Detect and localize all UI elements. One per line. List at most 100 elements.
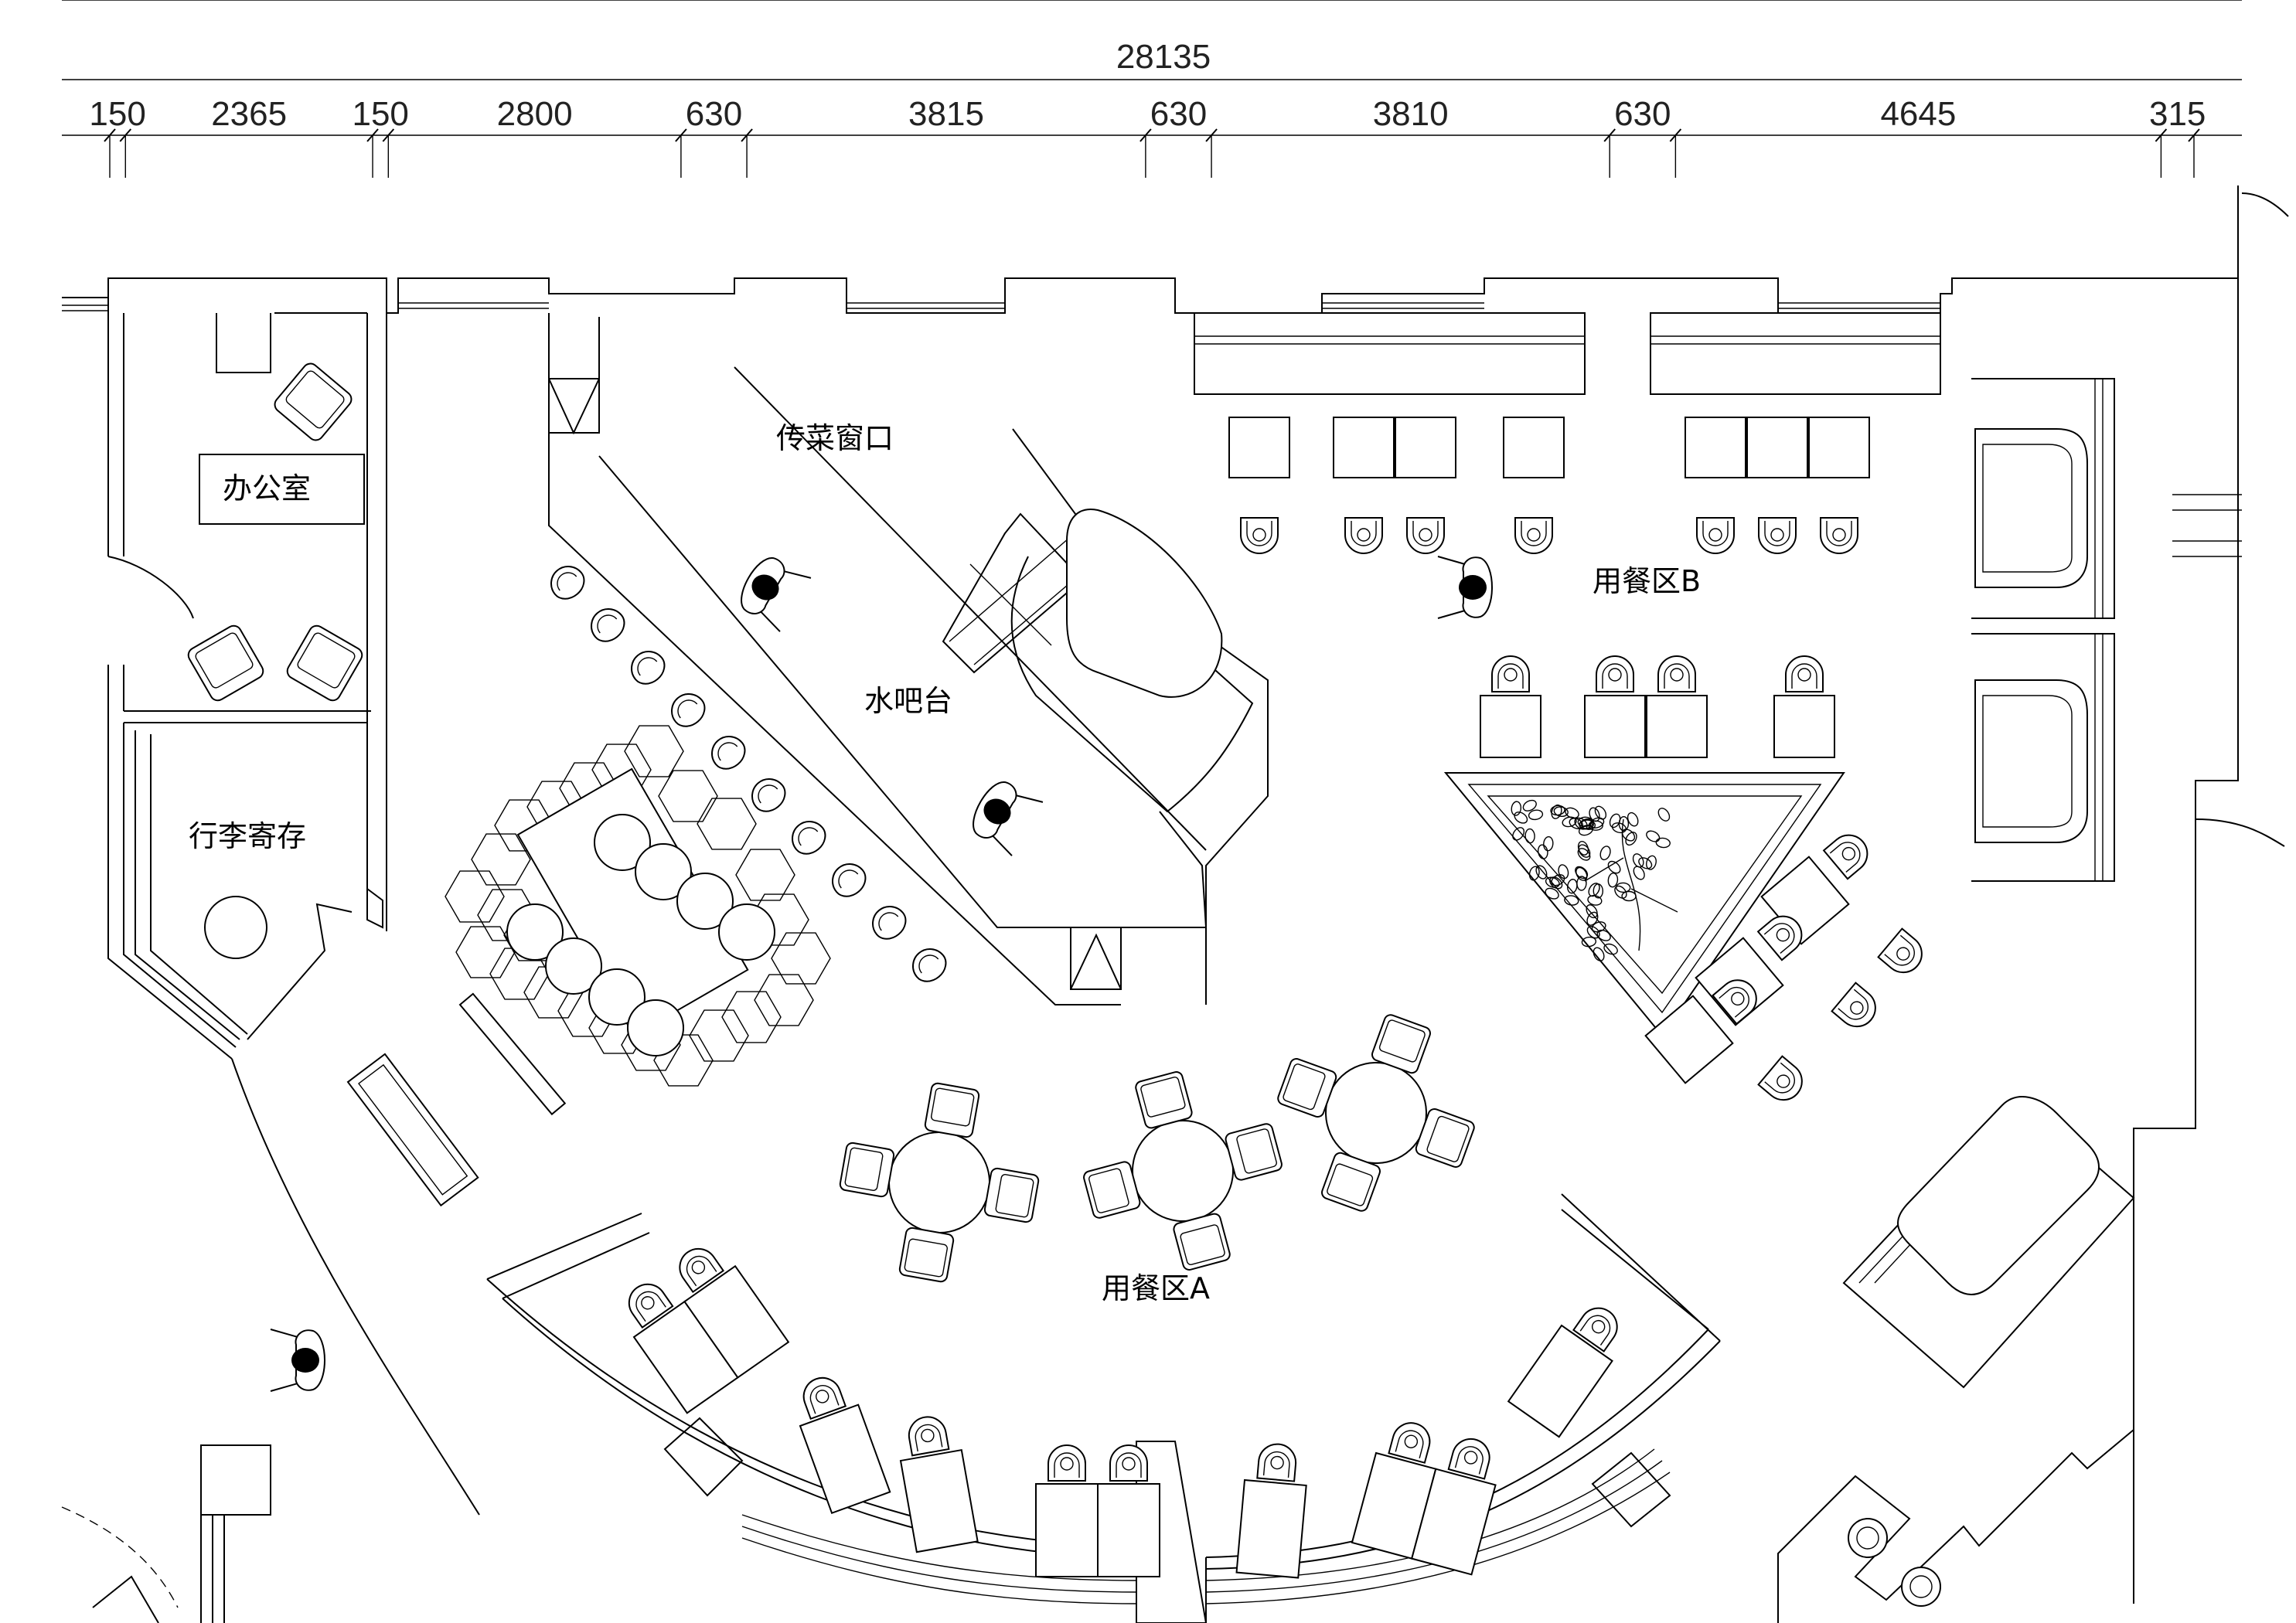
bar-stool (872, 906, 907, 940)
curved-banquette-table (1035, 1444, 1160, 1577)
booth-stool (1596, 655, 1634, 692)
booth-stool (1696, 517, 1735, 554)
dining-table (1773, 695, 1835, 758)
bar-stool (912, 948, 947, 982)
chair (1321, 1152, 1381, 1212)
booth-stool (1657, 655, 1696, 692)
dining-b-label: 用餐区B (1593, 564, 1701, 598)
overall-dimension-text: 28135 (1116, 38, 1211, 76)
dimension-tick (1139, 128, 1152, 142)
dimension-text: 4645 (1880, 95, 1956, 133)
hex-floor-tile (445, 870, 505, 923)
dimension-text: 2365 (211, 95, 287, 133)
bar-sink (1066, 509, 1223, 698)
chair (1173, 1213, 1231, 1271)
dining-table (1584, 695, 1646, 758)
hex-floor-tile (624, 725, 684, 777)
stool (1848, 1518, 1888, 1558)
booth-stool (1877, 927, 1923, 974)
booth-stool (1822, 834, 1868, 880)
dining-table (1333, 417, 1395, 478)
dimension-lines: 28135 150 2365 150 2800 630 3815 630 381… (62, 0, 2242, 178)
booth-stool (1514, 517, 1553, 554)
chair (839, 1142, 895, 1198)
booth-stool (1712, 979, 1757, 1026)
chair (924, 1082, 980, 1138)
chair (1083, 1161, 1141, 1219)
person-figure (741, 557, 812, 632)
dimension-tick (104, 128, 116, 142)
dining-table (1395, 417, 1456, 478)
hex-floor-tile (771, 932, 831, 985)
booth-stool (1756, 915, 1803, 961)
dimension-tick (1603, 128, 1616, 142)
person-figure (1437, 556, 1493, 619)
bar-stool (671, 693, 706, 727)
curved-banquette-table (628, 1247, 790, 1414)
booth-stool (1344, 517, 1383, 554)
luggage-round-table (204, 896, 267, 959)
water-bar-area: 传菜窗口 水吧台 (548, 313, 1269, 1005)
curved-banquette-table (1507, 1307, 1618, 1438)
dimension-text: 630 (1150, 95, 1207, 133)
office-chair (274, 362, 353, 441)
curved-banquette-table (1235, 1443, 1307, 1579)
hex-floor-tile (471, 833, 531, 886)
person-figure (270, 1329, 325, 1392)
hex-floor-tile (658, 770, 718, 822)
dimension-text: 630 (1614, 95, 1671, 133)
booth-stool (802, 1376, 847, 1421)
dining-table (1685, 417, 1746, 478)
dimension-tick (2188, 128, 2200, 142)
office-room: 办公室 (187, 362, 365, 702)
walls (61, 185, 2289, 1623)
booth-stool (1820, 517, 1858, 554)
dimension-text: 2800 (497, 95, 573, 133)
curved-banquette-table (799, 1376, 891, 1515)
luggage-label: 行李寄存 (189, 819, 306, 853)
hexagon-group-table (346, 725, 831, 1207)
dining-table (1646, 695, 1708, 758)
booth-stool (1048, 1444, 1086, 1482)
dining-table (1503, 417, 1565, 478)
banquette (1194, 312, 1586, 395)
dining-table (1228, 417, 1290, 478)
bar-stools (550, 566, 947, 982)
hex-floor-tile (721, 991, 782, 1043)
booth-stool (908, 1416, 950, 1457)
booth-stool (1256, 1443, 1297, 1482)
booth-stool (1388, 1422, 1431, 1464)
dimension-tick (2155, 128, 2168, 142)
bar-stool (751, 778, 786, 812)
round-table-set (1277, 1014, 1475, 1212)
dimension-text: 150 (89, 95, 145, 133)
dimension-tick (1205, 128, 1218, 142)
hex-floor-tile (689, 1009, 749, 1062)
booth-stool (1831, 982, 1876, 1028)
luggage-room: 行李寄存 (189, 819, 306, 959)
booth-stool (1447, 1438, 1490, 1480)
bar-stool (631, 651, 666, 685)
dining-table (1808, 417, 1870, 478)
diagonal-booth (1842, 1096, 2135, 1389)
round-table-set (1083, 1071, 1283, 1271)
booth-stool (1240, 517, 1279, 554)
planter-box (346, 1053, 479, 1207)
dining-table (1480, 695, 1541, 758)
booth-stool (1785, 655, 1824, 692)
tree-branches (1584, 818, 1678, 951)
angled-table (1644, 979, 1757, 1084)
dimension-text: 315 (2149, 95, 2206, 133)
dimension-tick (741, 128, 753, 142)
booth (1971, 633, 2115, 882)
hex-floor-tile (455, 926, 516, 978)
dimension-text: 630 (686, 95, 742, 133)
bar-stool (832, 863, 867, 897)
banquette (1650, 312, 1941, 395)
chair (898, 1227, 955, 1283)
stool (1901, 1567, 1941, 1607)
dimension-text: 3815 (908, 95, 984, 133)
dimension-ticks (104, 128, 2200, 178)
curved-banquette-table (1351, 1422, 1497, 1576)
